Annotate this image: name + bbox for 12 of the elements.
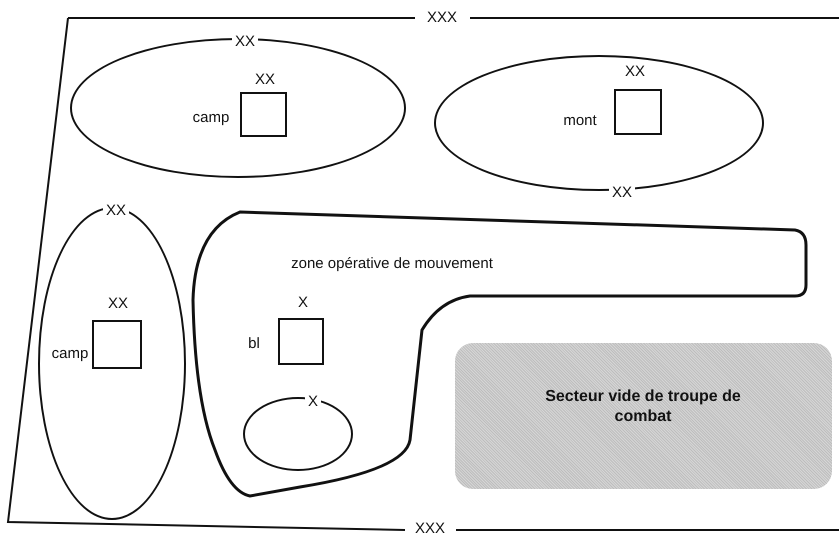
division-area-ellipse [243,397,353,471]
unit-label: mont [563,113,597,129]
sector-label: Secteur vide de troupe de combat [544,387,742,427]
echelon-symbol: X [298,295,308,311]
unit-label: camp [192,110,230,126]
shaded-sector-area [455,343,832,489]
echelon-symbol: XX [108,296,128,312]
unit-label: camp [52,346,88,362]
echelon-symbol: XX [625,64,645,80]
unit-label: bl [248,336,260,352]
echelon-symbol: XX [255,72,275,88]
zone-label: zone opérative de mouvement [291,256,493,272]
